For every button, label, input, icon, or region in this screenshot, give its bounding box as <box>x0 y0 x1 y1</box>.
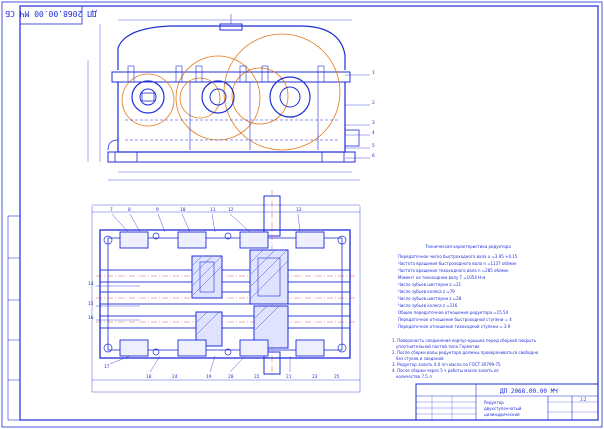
callout: 6 <box>372 153 375 159</box>
left-margin-strip <box>7 215 21 421</box>
callout: 21 <box>286 374 292 380</box>
doc-code: ДП 2068.00.00 МЧ <box>500 388 558 395</box>
notes-line: Общее передаточное отношение редуктора =… <box>398 310 509 315</box>
front-view <box>87 14 370 181</box>
callout: 20 <box>228 374 234 380</box>
bearings-top <box>119 231 325 249</box>
notes-line: Число зубьев шестерни z =28 <box>398 296 462 301</box>
notes-line: Число зубьев колеса z =116 <box>398 303 458 308</box>
callout: 5 <box>372 143 375 149</box>
notes-line: Число зубьев шестерни z =21 <box>398 282 462 287</box>
callout: 12 <box>228 207 234 213</box>
bearings-bottom <box>119 339 325 357</box>
callout: 16 <box>88 315 94 321</box>
callout: 7 <box>110 207 113 213</box>
notes-line: Передаточное отношение тихоходной ступен… <box>398 324 511 329</box>
req-line: 1. Поверхность соединения корпус-крышка … <box>392 338 537 343</box>
notes-line: Передаточное число быстроходного вала u … <box>398 254 518 259</box>
req-line: уплотнительной пастой типа Герметик <box>396 344 480 349</box>
callout: 3 <box>372 120 375 126</box>
callout: 15 <box>88 301 94 307</box>
plan-section-view <box>91 190 361 393</box>
callout: 22 <box>254 374 260 380</box>
callout: 14 <box>88 281 94 287</box>
notes-line: Момент на тихоходном валу T =1054 Н·м <box>398 275 485 280</box>
notes-line: Число зубьев колеса z =79 <box>398 289 455 294</box>
gear-sections <box>191 249 289 349</box>
callout: 17 <box>104 364 110 370</box>
callouts-bottom: 11 12 13 14 15 16 17 18 19 20 21 22 23 2… <box>88 207 340 380</box>
req-line: 3. Редуктор залить 4.0 л/ч масла по ГОСТ… <box>392 362 501 367</box>
scale-value: 1:2 <box>580 397 587 402</box>
callout: 13 <box>296 207 302 213</box>
callout: 19 <box>206 374 212 380</box>
stamp-text: ДП 2068.00.00 МЧ СБ <box>5 9 97 18</box>
callout: 9 <box>156 207 159 213</box>
tech-requirements: 1. Поверхность соединения корпус-крышка … <box>392 338 539 379</box>
callout: 18 <box>146 374 152 380</box>
notes-line: Частота вращения быстроходного вала n =1… <box>398 261 517 266</box>
notes-title: Техническая характеристика редуктора <box>424 244 511 249</box>
callout: 24 <box>172 374 178 380</box>
callouts-top: 1 2 3 4 5 6 7 8 9 10 <box>110 70 375 213</box>
callout: 4 <box>372 130 375 136</box>
callout: 10 <box>180 207 186 213</box>
title-name-2: двухступенчатый <box>484 406 522 411</box>
rotated-stamp: ДП 2068.00.00 МЧ СБ <box>5 5 97 25</box>
tech-characteristics: Техническая характеристика редуктора Пер… <box>398 244 518 329</box>
callout: 8 <box>128 207 131 213</box>
notes-line: Передаточное отношение быстроходной ступ… <box>398 317 512 322</box>
notes-line: Частота вращения тихоходного вала n =285… <box>398 268 509 273</box>
callout: 23 <box>312 374 318 380</box>
title-name-1: Редуктор <box>484 400 504 405</box>
req-line: 2. После сборки валы редуктора должны пр… <box>392 350 539 355</box>
req-line: 4. После сборки через 5 ч работы масло з… <box>392 368 499 373</box>
req-line: количества 7.5 л <box>396 374 432 379</box>
callout: 25 <box>334 374 340 380</box>
req-line: без стуков и заеданий <box>396 356 444 361</box>
title-block: ДП 2068.00.00 МЧ Редуктор двухступенчаты… <box>415 383 599 421</box>
title-name-3: цилиндрический <box>484 412 520 417</box>
drawing-frame <box>19 5 599 421</box>
callout: 1 <box>372 70 375 76</box>
callout: 2 <box>372 100 375 106</box>
callout: 11 <box>210 207 216 213</box>
